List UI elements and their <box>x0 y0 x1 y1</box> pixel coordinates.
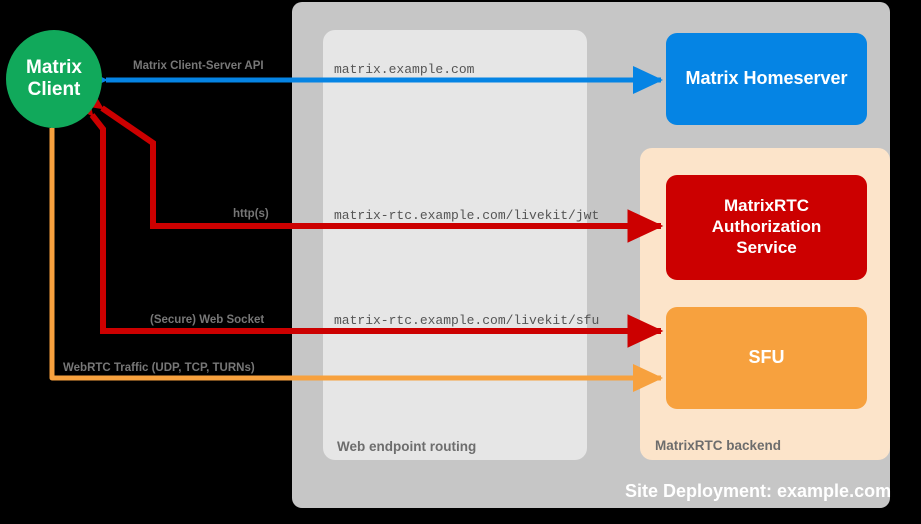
matrixrtc-backend-caption: MatrixRTC backend <box>655 438 782 453</box>
sfu-node[interactable]: SFU <box>666 307 867 409</box>
endpoint-label-matrix-host: matrix.example.com <box>334 62 475 77</box>
matrix-client-label-line2: Client <box>27 79 81 100</box>
connector-label-client-server-api: Matrix Client-Server API <box>133 60 264 72</box>
connector-webrtc-media <box>38 100 664 392</box>
auth-service-label-line2: Authorization <box>711 217 822 237</box>
matrixrtc-authorization-service-node[interactable]: MatrixRTC Authorization Service <box>666 175 867 280</box>
endpoint-label-livekit-sfu: matrix-rtc.example.com/livekit/sfu <box>334 313 600 328</box>
matrix-homeserver-label: Matrix Homeserver <box>685 68 848 89</box>
auth-service-label-line1: MatrixRTC <box>723 196 809 216</box>
web-endpoint-routing-caption: Web endpoint routing <box>337 439 477 454</box>
auth-service-label-line3: Service <box>736 237 797 257</box>
matrix-client-node[interactable]: Matrix Client <box>6 30 102 128</box>
connector-label-webrtc: WebRTC Traffic (UDP, TCP, TURNs) <box>63 362 255 374</box>
site-deployment-caption: Site Deployment: example.com <box>625 481 892 501</box>
connector-label-websocket: (Secure) Web Socket <box>150 314 265 326</box>
matrix-client-label-line1: Matrix <box>26 56 82 78</box>
matrix-homeserver-node[interactable]: Matrix Homeserver <box>666 33 867 125</box>
sfu-label: SFU <box>748 347 785 368</box>
connector-label-http: http(s) <box>233 208 269 220</box>
endpoint-label-livekit-jwt: matrix-rtc.example.com/livekit/jwt <box>334 208 600 223</box>
